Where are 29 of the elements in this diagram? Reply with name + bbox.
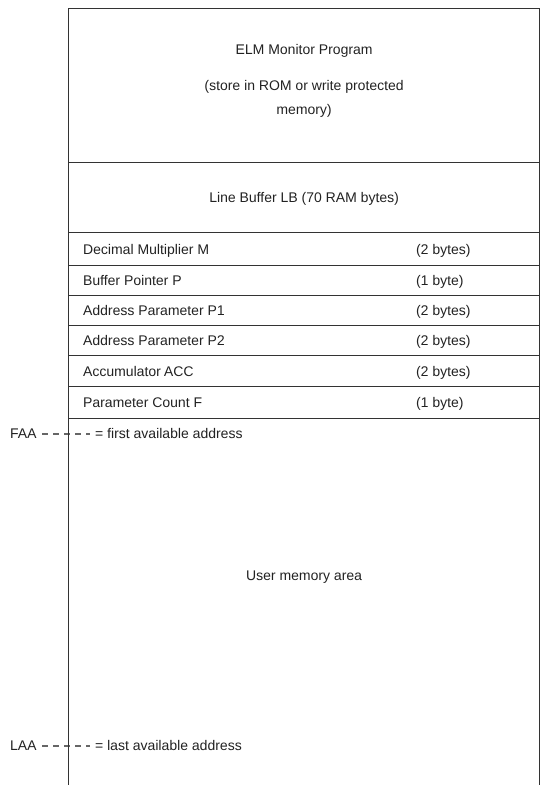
field-size: (2 bytes) [416, 240, 470, 256]
field-name: Parameter Count F [83, 394, 202, 410]
section-label: User memory area [245, 567, 363, 583]
memory-row [68, 295, 540, 325]
memory-row [68, 162, 540, 232]
section-label: Line Buffer LB (70 RAM bytes) [208, 189, 400, 205]
memory-section [68, 8, 540, 162]
field-name: Address Parameter P1 [83, 302, 225, 318]
memory-row [68, 265, 540, 295]
field-size: (2 bytes) [416, 362, 470, 378]
memory-row [68, 386, 540, 418]
address-note: = last available address [95, 737, 242, 753]
address-label: LAA [10, 737, 36, 753]
field-size: (1 byte) [416, 394, 464, 410]
field-name: Decimal Multiplier M [83, 240, 210, 256]
field-name: Accumulator ACC [83, 362, 194, 378]
memory-area [68, 418, 540, 785]
memory-row [68, 232, 540, 265]
field-size: (2 bytes) [416, 332, 470, 348]
section-note: (store in ROM or write protected memory) [203, 76, 405, 119]
field-name: Buffer Pointer P [83, 272, 182, 288]
section-title: ELM Monitor Program [234, 41, 374, 57]
address-note: = first available address [95, 425, 242, 441]
field-name: Address Parameter P2 [83, 332, 225, 348]
memory-row [68, 325, 540, 355]
field-size: (2 bytes) [416, 302, 470, 318]
field-size: (1 byte) [416, 272, 464, 288]
memory-row [68, 355, 540, 386]
address-label: FAA [10, 425, 36, 441]
